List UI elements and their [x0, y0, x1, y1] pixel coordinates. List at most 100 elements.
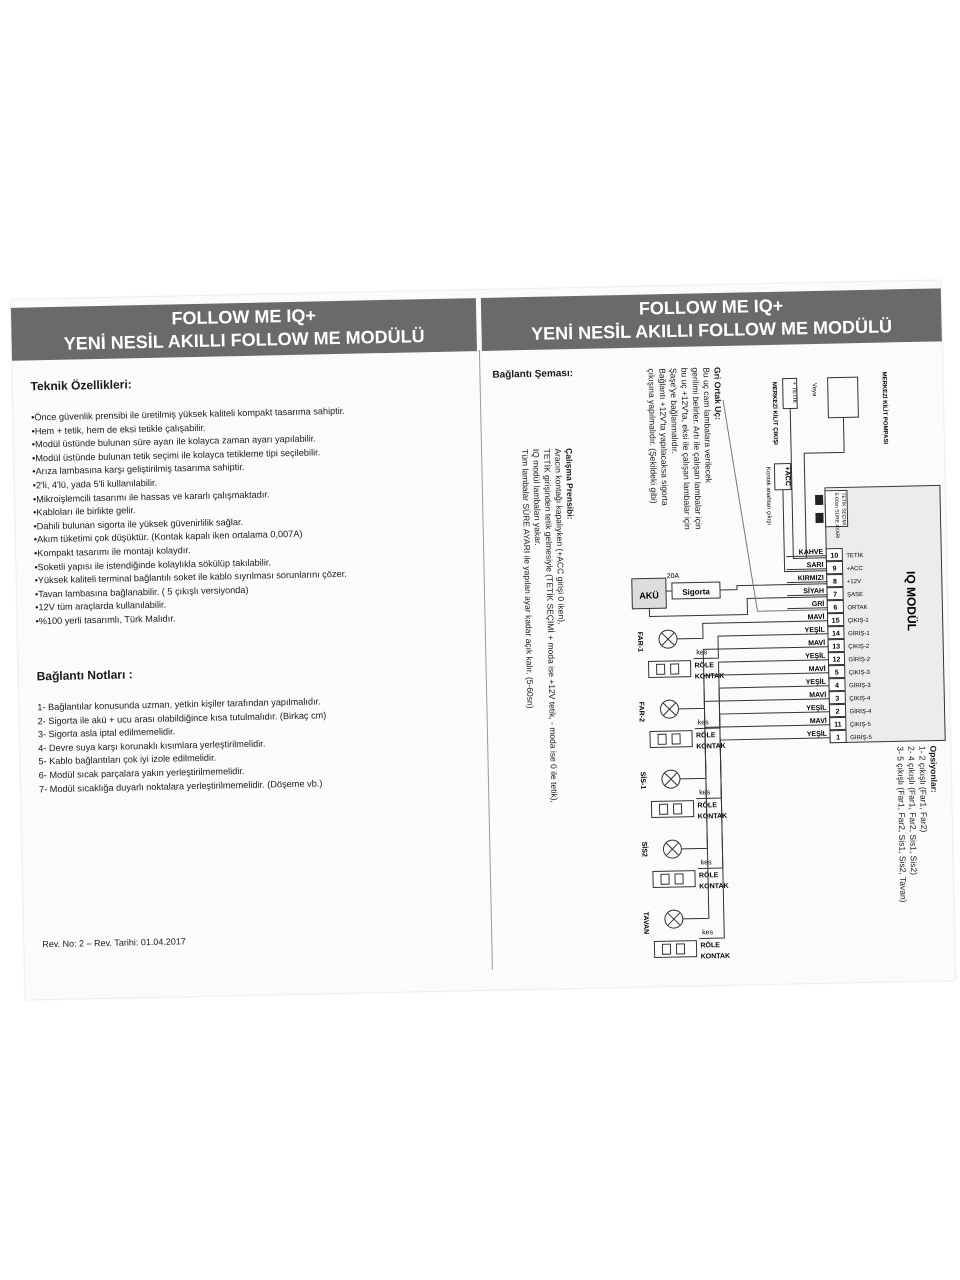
- instruction-sheet: FOLLOW ME IQ+ YENİ NESİL AKILLI FOLLOW M…: [10, 280, 956, 1000]
- common-wire-pointer: [722, 399, 828, 612]
- wire-color-label: SİYAH: [803, 587, 824, 595]
- acc-wire: [782, 489, 827, 573]
- pin-box: [825, 560, 844, 575]
- pin-box: [828, 677, 846, 692]
- pin-box: [826, 599, 845, 614]
- pin-name: ÇIKIŞ-1: [848, 618, 870, 624]
- wire-line: [788, 659, 829, 662]
- time-adjust-knob: [815, 494, 824, 506]
- lamp-cross: [664, 772, 678, 786]
- relay-icon: [653, 940, 698, 958]
- pump-wire: [803, 417, 845, 559]
- pin-number: 2: [836, 709, 840, 716]
- central-lock-pump: [827, 376, 859, 419]
- pin-number: 3: [835, 696, 839, 703]
- pin-number: 1: [836, 735, 840, 742]
- pin-number: 9: [833, 566, 837, 573]
- wire-line: [786, 568, 827, 571]
- pin-box: [827, 612, 845, 627]
- left-title-banner: FOLLOW ME IQ+ YENİ NESİL AKILLI FOLLOW M…: [10, 298, 477, 361]
- wire-color-label: YEŞİL: [806, 678, 827, 686]
- ignition-label: KONTAK: [698, 813, 728, 821]
- wire-color-label: YEŞİL: [806, 704, 827, 712]
- pin-name: GİRİŞ-2: [848, 656, 870, 663]
- output-name: TAVAN: [642, 912, 649, 935]
- output-wire: [681, 699, 790, 850]
- battery: [631, 577, 667, 610]
- pin-number: 7: [833, 592, 837, 599]
- wire-line: [788, 646, 829, 649]
- kes-label: kes: [701, 859, 713, 866]
- revision-info: Rev. No: 2 – Rev. Tarihi: 01.04.2017: [42, 936, 186, 950]
- wire-line: [788, 672, 829, 675]
- wiring-diagram: IQ MODÜL 5-60sn SÜRE AYARI TETİK SEÇİMİ …: [631, 371, 946, 961]
- acc-label: +ACC: [783, 467, 790, 486]
- relay-contact: [671, 733, 681, 745]
- relay-icon: [652, 870, 696, 888]
- pin-box: [826, 586, 844, 601]
- wire-color-label: GRİ: [812, 600, 825, 608]
- wire-color-label: MAVİ: [808, 613, 825, 621]
- battery-label: AKÜ: [639, 590, 659, 600]
- pin-box: [828, 664, 846, 679]
- power-wire: [719, 583, 827, 591]
- relay-contact: [672, 803, 683, 815]
- relay-icon: [649, 730, 693, 749]
- relay-coil: [660, 873, 670, 885]
- wire-line: [787, 594, 828, 597]
- wire-color-label: MAVİ: [809, 691, 826, 699]
- control-panel: [824, 489, 849, 528]
- ignition-label: KONTAK: [696, 743, 726, 751]
- relay-contact: [670, 663, 680, 675]
- pin-box: [829, 716, 847, 731]
- pin-name: ÇIKIŞ-5: [850, 722, 872, 728]
- output-name: FAR-2: [637, 702, 644, 722]
- right-page: FOLLOW ME IQ+ YENİ NESİL AKILLI FOLLOW M…: [480, 280, 956, 989]
- input-wire: [693, 634, 788, 660]
- trigger-wire: [789, 408, 827, 559]
- output-name: SİS2: [640, 842, 648, 857]
- wire-color-label: YEŞİL: [807, 730, 828, 738]
- relay-coil: [657, 733, 667, 745]
- wire-line: [787, 607, 828, 610]
- pin-number: 15: [832, 618, 840, 625]
- relay-label: RÖLE: [697, 800, 717, 809]
- pin-box: [829, 729, 847, 744]
- wire-color-label: KIRMIZI: [798, 575, 824, 583]
- wire-color-label: KAHVE: [799, 549, 824, 557]
- wire-line: [789, 698, 830, 701]
- lamp-cross: [666, 842, 679, 856]
- kes-label: kes: [698, 719, 710, 726]
- relay-label: RÖLE: [696, 730, 716, 739]
- relay-coil: [656, 663, 666, 675]
- pin-name: GİRİŞ-3: [849, 682, 871, 689]
- pin-box: [827, 638, 845, 653]
- iq-module-label: IQ MODÜL: [904, 571, 920, 631]
- pin-name: ÇIKIŞ-2: [848, 644, 870, 650]
- notes-list: 1- Bağlantılar konusunda uzman, yetkin k…: [37, 692, 479, 796]
- wire-line: [786, 581, 827, 584]
- notes-heading: Bağlantı Notları :: [36, 667, 133, 684]
- ignition-label: KONTAK: [701, 953, 731, 961]
- veya-label: Veya: [811, 383, 817, 397]
- pin-name: GİRİŞ-5: [850, 734, 872, 741]
- pin-name: TETİK: [846, 552, 863, 559]
- pin-box: [827, 651, 846, 666]
- features-list: Önce güvenlik prensibi ile üretilmiş yük…: [31, 402, 475, 629]
- output-wire: [677, 621, 788, 640]
- control-time-label: 5-60sn SÜRE AYARI: [833, 492, 841, 538]
- wire-line: [787, 633, 828, 636]
- lamp-cross: [667, 912, 681, 926]
- pin-box: [828, 703, 847, 718]
- ground-wire: [648, 596, 828, 618]
- pin-number: 4: [835, 683, 839, 690]
- pin-name: ÇIKIŞ-3: [849, 670, 871, 676]
- wire-line: [789, 724, 830, 727]
- pin-box: [828, 690, 846, 705]
- relay-icon: [647, 660, 692, 679]
- relay-icon: [650, 800, 695, 819]
- pin-number: 8: [833, 579, 837, 586]
- output-wire: [682, 725, 790, 920]
- pin-number: 12: [833, 657, 841, 664]
